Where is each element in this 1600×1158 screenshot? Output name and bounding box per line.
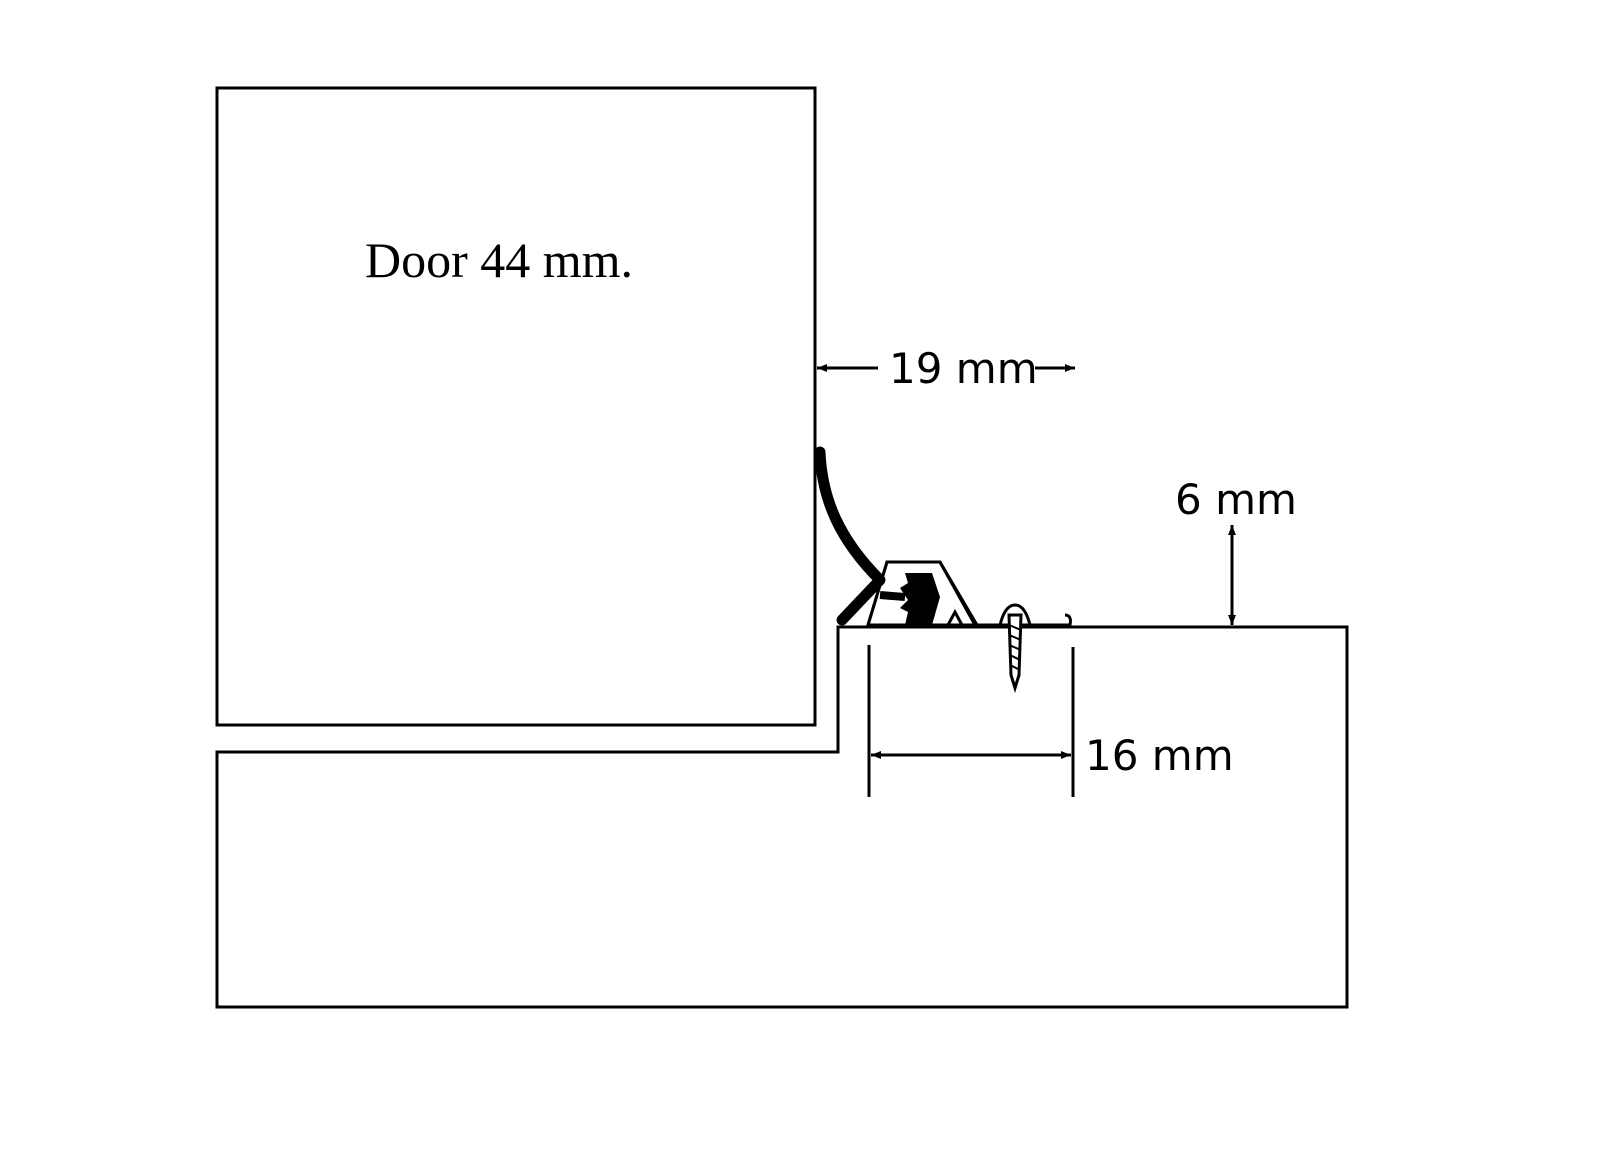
dimension-16mm: 16 mm xyxy=(867,645,1234,797)
dimension-19mm-label: 19 mm xyxy=(889,344,1038,393)
dimension-19mm: 19 mm xyxy=(817,344,1075,393)
dimension-6mm-label: 6 mm xyxy=(1175,475,1297,524)
door-label: Door 44 mm. xyxy=(365,232,633,288)
seal-insert xyxy=(900,573,940,625)
dimension-16mm-label: 16 mm xyxy=(1085,731,1234,780)
door-frame-threshold xyxy=(215,625,1349,1009)
door-panel xyxy=(215,86,817,727)
fin-root xyxy=(879,591,906,601)
dimension-6mm: 6 mm xyxy=(1175,475,1297,625)
seal-profile xyxy=(814,446,1072,694)
rubber-fin xyxy=(814,446,886,626)
